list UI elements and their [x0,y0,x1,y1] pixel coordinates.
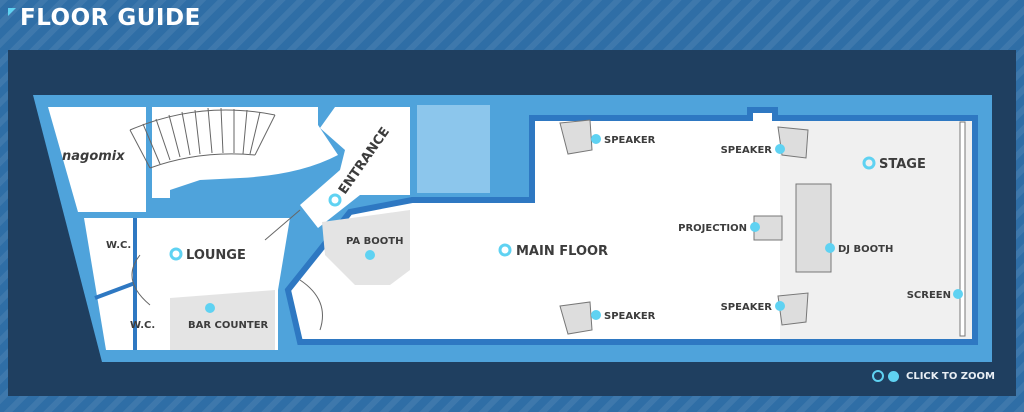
logo-room [48,107,146,212]
bar-counter [170,290,275,350]
markers [205,134,963,320]
screen [959,121,966,337]
bar-counter-label: BAR COUNTER [188,320,269,331]
stage-label: STAGE [879,157,926,172]
ring-markers [169,156,876,261]
speakers [559,119,809,335]
click-to-zoom-hint[interactable]: CLICK TO ZOOM [872,370,995,382]
wc-lower-label: W.C. [130,320,155,331]
speaker-label: SPEAKER [604,311,656,322]
ring-marker-icon [872,370,884,382]
staircase [129,107,276,169]
speaker-label: SPEAKER [721,145,773,156]
main-floor-label: MAIN FLOOR [516,244,608,259]
screen-label: SCREEN [907,290,951,301]
lounge-label: LOUNGE [186,248,246,263]
dot-marker-icon [888,370,899,382]
pa-booth-label: PA BOOTH [346,236,403,247]
speaker-label: SPEAKER [721,302,773,313]
speaker-label: SPEAKER [604,135,656,146]
nagomix-logo: nagomix [62,149,125,164]
doors [131,209,323,331]
entrance-room [300,107,410,228]
corner-accent [8,8,16,16]
page-title: FLOOR GUIDE [20,5,201,31]
click-to-zoom-label: CLICK TO ZOOM [906,370,996,382]
dj-booth-label: DJ BOOTH [838,244,893,255]
wc-divider [94,281,136,300]
projection-label: PROJECTION [678,223,747,234]
light-block [417,105,490,193]
wc-upper-label: W.C. [106,240,131,251]
pa-booth [322,210,410,285]
stair-hall [152,107,338,198]
dj-booth [795,183,832,273]
